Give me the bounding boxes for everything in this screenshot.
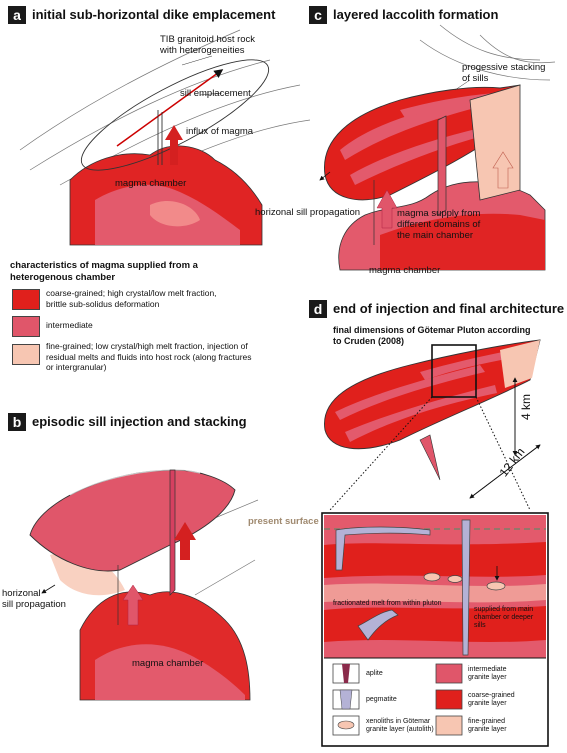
xenolith-1 — [423, 572, 441, 582]
sill-propagation-label-b: horizonal sill propagation — [2, 588, 66, 610]
legend-aplite: aplite — [366, 670, 383, 677]
cross-section-d — [321, 512, 549, 747]
chamber-inner-b — [95, 644, 245, 700]
host-line-b — [194, 559, 256, 596]
panel-d-drawing — [324, 339, 541, 511]
leader-stacking-c — [454, 79, 471, 91]
sill-top-b — [69, 469, 201, 496]
xenolith-3 — [486, 581, 506, 591]
sill-body-b — [29, 469, 236, 572]
host-line-b2 — [209, 499, 259, 521]
fractionated-melt-label: fractionated melt from within pluton — [333, 600, 442, 607]
chamber-label-a: magma chamber — [115, 178, 187, 189]
xenolith-2 — [447, 575, 463, 583]
panel-b-letter: b — [8, 413, 26, 431]
prop-arrow-b — [41, 584, 56, 594]
pluton-fine-d — [500, 340, 540, 388]
chamber-blob-a — [150, 200, 200, 227]
dike-c — [437, 115, 447, 216]
legend-coarse-text: coarse-grained; high crystal/low melt fr… — [46, 288, 217, 309]
zoom-box-d — [431, 344, 477, 398]
host-rock-lines-c — [419, 24, 556, 81]
swatch-coarse — [12, 289, 40, 310]
sill-emplacement-label: sill emplacement — [180, 88, 251, 99]
stacking-label: progessive stacking of sills — [462, 62, 546, 84]
sill-arrow-a — [116, 69, 224, 147]
panel-b-title: episodic sill injection and stacking — [32, 414, 247, 429]
leader-host-a — [181, 55, 213, 66]
present-surface-label: present surface — [248, 516, 319, 527]
prop-arrow-c — [319, 171, 331, 181]
characteristics-title: characteristics of magma supplied from a… — [10, 260, 198, 283]
zoom-dot-left — [329, 396, 433, 511]
panel-d-letter: d — [309, 300, 327, 318]
panel-a-drawing — [19, 29, 311, 246]
panel-a-title: initial sub-horizontal dike emplacement — [32, 7, 276, 22]
pegmatite-vertical — [461, 519, 471, 656]
influx-arrow-a — [165, 125, 183, 165]
pink-arrow-c — [376, 189, 398, 229]
host-rock-label: TIB granitoid host rock with heterogenei… — [160, 34, 256, 56]
pink-arrow-b — [122, 584, 144, 626]
legend-intermediate-text: intermediate — [46, 320, 93, 330]
sill-outline-a — [80, 59, 270, 171]
dike-b — [169, 469, 176, 596]
legend-xenoliths: xenoliths in Götemar granite layer (auto… — [366, 718, 434, 733]
pluton-layers-d — [335, 348, 525, 442]
panel-c-letter: c — [309, 6, 327, 24]
panel-d-title: end of injection and final architecture — [333, 301, 565, 316]
swatch-intermediate — [12, 316, 40, 337]
pluton-dimension-title: final dimensions of Götemar Pluton accor… — [333, 325, 531, 346]
km12-arrow-b — [469, 444, 541, 499]
pegmatite-left — [335, 526, 431, 571]
panel-c-title: layered laccolith formation — [333, 7, 499, 22]
swatch-fine — [12, 344, 40, 365]
pluton-dike-d — [419, 434, 441, 481]
magma-supply-label: magma supply from different domains of t… — [397, 208, 481, 241]
fine-lens-b — [50, 551, 125, 596]
legend-intermediate-granite: intermediate granite layer — [468, 666, 507, 681]
red-arrow-b — [174, 522, 196, 560]
light-arrow-c — [492, 151, 514, 189]
legend-fine-text: fine-grained; low crystal/high melt frac… — [46, 341, 252, 372]
panel-a-letter: a — [8, 6, 26, 24]
influx-label: influx of magma — [186, 126, 254, 137]
legend-pegmatite: pegmatite — [366, 696, 397, 703]
pegmatite-frac — [357, 609, 399, 641]
chamber-label-b: magma chamber — [132, 658, 204, 669]
sill-propagation-label-c: horizonal sill propagation — [255, 207, 361, 218]
chamber-inner-c — [380, 213, 545, 270]
chamber-label-c: magma chamber — [369, 265, 441, 276]
supplied-label: supplied from main chamber or deeper sil… — [474, 606, 534, 629]
legend-fine-granite: fine-grained granite layer — [468, 718, 507, 733]
legend-coarse-granite: coarse-grained granite layer — [468, 692, 515, 707]
km4-label: 4 km — [519, 393, 533, 420]
panel-c-drawing — [319, 24, 556, 271]
panel-b-drawing — [29, 469, 259, 701]
legend-icons — [332, 663, 463, 736]
leader-sill-a — [199, 92, 223, 96]
